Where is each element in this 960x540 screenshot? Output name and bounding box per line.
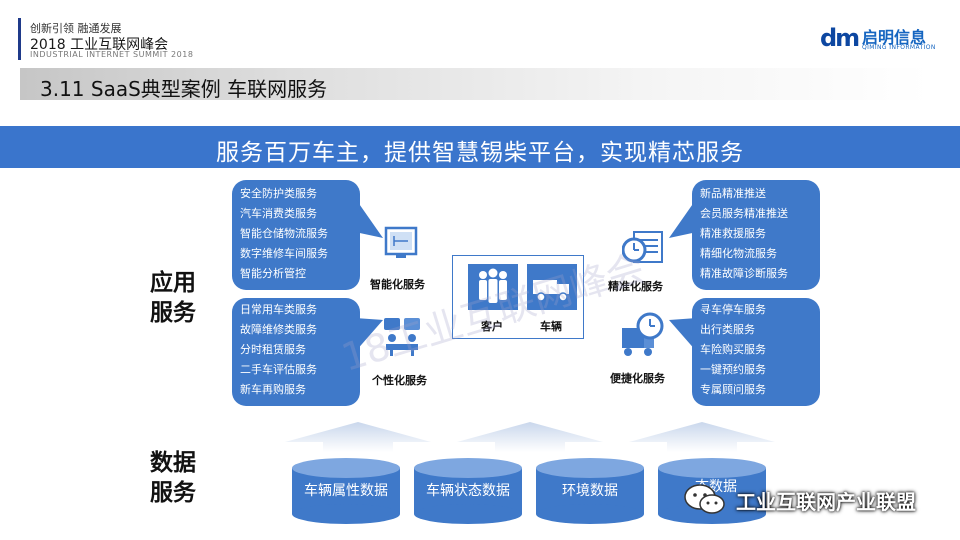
vehicle-label: 车辆 bbox=[540, 320, 562, 333]
personal-service bbox=[382, 316, 422, 360]
title-band bbox=[20, 68, 930, 100]
environment-data-label: 环境数据 bbox=[562, 483, 618, 499]
list-item: 二手车评估服务 bbox=[240, 363, 317, 376]
list-item: 安全防护类服务 bbox=[240, 187, 317, 200]
list-item: 新品精准推送 bbox=[700, 187, 766, 200]
database-cylinder-icon bbox=[414, 458, 522, 524]
list-item: 会员服务精准推送 bbox=[700, 207, 788, 220]
precise-service-label: 精准化服务 bbox=[608, 280, 663, 293]
list-item: 智能仓储物流服务 bbox=[240, 227, 328, 240]
list-item: 专属顾问服务 bbox=[700, 383, 766, 396]
company-logo-name: 启明信息 bbox=[862, 28, 927, 47]
list-item: 数字维修车间服务 bbox=[240, 247, 328, 260]
header-event-english: INDUSTRIAL INTERNET SUMMIT 2018 bbox=[30, 50, 194, 59]
convenient-services-list: 寻车停车服务 出行类服务 车险购买服务 一键预约服务 专属顾问服务 bbox=[692, 298, 820, 406]
smart-list-pointer bbox=[355, 198, 383, 238]
convenient-service-label: 便捷化服务 bbox=[610, 372, 665, 385]
company-logo-english: QIMING INFORMATION bbox=[862, 44, 936, 51]
database-cylinder-icon bbox=[292, 458, 400, 524]
slide-title: 3.11 SaaS典型案例 车联网服务 bbox=[40, 77, 328, 101]
meeting-icon bbox=[384, 318, 420, 356]
people-group-icon bbox=[479, 268, 507, 303]
data-label-line2: 服务 bbox=[150, 480, 196, 506]
banner-text: 服务百万车主，提供智慧锡柴平台，实现精芯服务 bbox=[216, 140, 744, 166]
smart-service bbox=[384, 226, 418, 264]
truck-icon bbox=[533, 280, 569, 302]
up-arrow-icon bbox=[457, 422, 603, 452]
list-item: 智能分析管控 bbox=[240, 267, 306, 280]
list-item: 精细化物流服务 bbox=[700, 247, 777, 260]
list-item: 精准故障诊断服务 bbox=[700, 267, 788, 280]
schedule-clock-icon bbox=[621, 231, 663, 263]
customer-tile bbox=[468, 264, 518, 310]
data-services-label: 数据 服务 bbox=[150, 448, 196, 508]
smart-device-icon bbox=[384, 226, 418, 258]
vehicle-attribute-data-label: 车辆属性数据 bbox=[304, 483, 388, 499]
header-event-name: 2018 工业互联网峰会 bbox=[30, 37, 169, 53]
up-arrow-icon bbox=[285, 422, 431, 452]
list-item: 车险购买服务 bbox=[700, 343, 766, 356]
company-logo-mark: dm bbox=[820, 24, 860, 52]
precise-services-list: 新品精准推送 会员服务精准推送 精准救援服务 精细化物流服务 精准故障诊断服务 bbox=[692, 180, 820, 290]
smart-services-list: 安全防护类服务 汽车消费类服务 智能仓储物流服务 数字维修车间服务 智能分析管控 bbox=[232, 180, 360, 290]
header-accent-bar bbox=[18, 18, 21, 60]
personal-service-label: 个性化服务 bbox=[372, 374, 427, 387]
list-item: 日常用车类服务 bbox=[240, 303, 317, 316]
convenient-list-pointer bbox=[669, 318, 697, 352]
app-label-line2: 服务 bbox=[150, 300, 196, 326]
up-arrow-icon bbox=[629, 422, 775, 452]
vehicle-status-data-label: 车辆状态数据 bbox=[426, 483, 510, 499]
list-item: 新车再购服务 bbox=[240, 383, 306, 396]
delivery-clock-icon bbox=[622, 312, 664, 356]
vehicle-tile bbox=[527, 264, 577, 310]
precise-service bbox=[621, 228, 666, 272]
convenient-service bbox=[620, 312, 666, 364]
list-item: 故障维修类服务 bbox=[240, 323, 317, 336]
list-item: 汽车消费类服务 bbox=[240, 207, 317, 220]
list-item: 精准救援服务 bbox=[700, 227, 766, 240]
app-label-line1: 应用 bbox=[150, 270, 196, 296]
app-services-label: 应用 服务 bbox=[150, 268, 196, 328]
precise-list-pointer bbox=[669, 198, 697, 238]
list-item: 分时租赁服务 bbox=[240, 343, 306, 356]
personal-list-pointer bbox=[355, 318, 383, 352]
wechat-icon bbox=[684, 484, 725, 514]
list-item: 寻车停车服务 bbox=[700, 303, 766, 316]
smart-service-label: 智能化服务 bbox=[370, 278, 425, 291]
alliance-watermark: 工业互联网产业联盟 bbox=[736, 490, 916, 514]
personal-services-list: 日常用车类服务 故障维修类服务 分时租赁服务 二手车评估服务 新车再购服务 bbox=[232, 298, 360, 406]
customer-label: 客户 bbox=[481, 320, 503, 333]
database-cylinder-icon bbox=[536, 458, 644, 524]
header-slogan: 创新引领 融通发展 bbox=[30, 22, 122, 35]
list-item: 出行类服务 bbox=[700, 323, 755, 336]
banner bbox=[0, 126, 960, 168]
list-item: 一键预约服务 bbox=[700, 363, 766, 376]
data-label-line1: 数据 bbox=[150, 450, 196, 476]
